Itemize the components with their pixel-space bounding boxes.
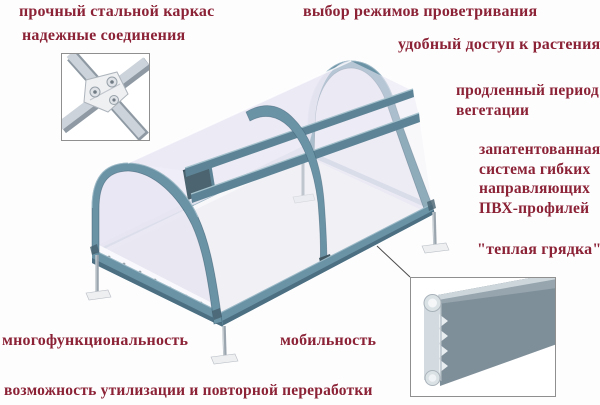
rear-right-leg (421, 211, 450, 254)
side-opening-film (192, 116, 432, 315)
cross-joint-drawing (62, 54, 149, 140)
pvc-profile-edge (423, 294, 448, 386)
pvc-profile-drawing (423, 278, 555, 386)
connector-plate (83, 71, 129, 113)
front-left-leg (85, 255, 112, 301)
base-rail-right (219, 203, 434, 326)
label-plant-access: удобный доступ к растениям (398, 36, 600, 53)
label-steel-frame: прочный стальной каркас (19, 3, 215, 20)
ridge-highlight (127, 60, 352, 164)
label-pvc-guide-system: запатентованная система гибких направляю… (479, 141, 600, 217)
label-multifunction: многофункциональность (2, 332, 189, 349)
joint-detail-inset (61, 53, 150, 141)
label-reliable-joints: надежные соединения (22, 27, 186, 44)
leg-foot (292, 193, 316, 204)
leader-line (376, 245, 411, 278)
label-vegetation-period: продленный период вегетации (456, 82, 599, 119)
label-warm-bed: "теплая грядка" (477, 241, 600, 258)
leg-foot (421, 242, 450, 254)
pvc-profile-inset (410, 277, 556, 397)
back-left-leg (292, 158, 316, 204)
base-rail-front (91, 248, 223, 327)
pvc-plank-slab (438, 278, 555, 386)
label-recycling: возможность утилизации и повторной перер… (4, 382, 373, 399)
corner-joints (90, 199, 436, 320)
leg-foot (210, 353, 239, 365)
label-mobility: мобильность (280, 332, 377, 349)
leg-foot (85, 289, 112, 301)
label-ventilation-modes: выбор режимов проветривания (303, 3, 538, 20)
front-right-leg (210, 325, 239, 365)
front-wall-film (99, 171, 213, 316)
